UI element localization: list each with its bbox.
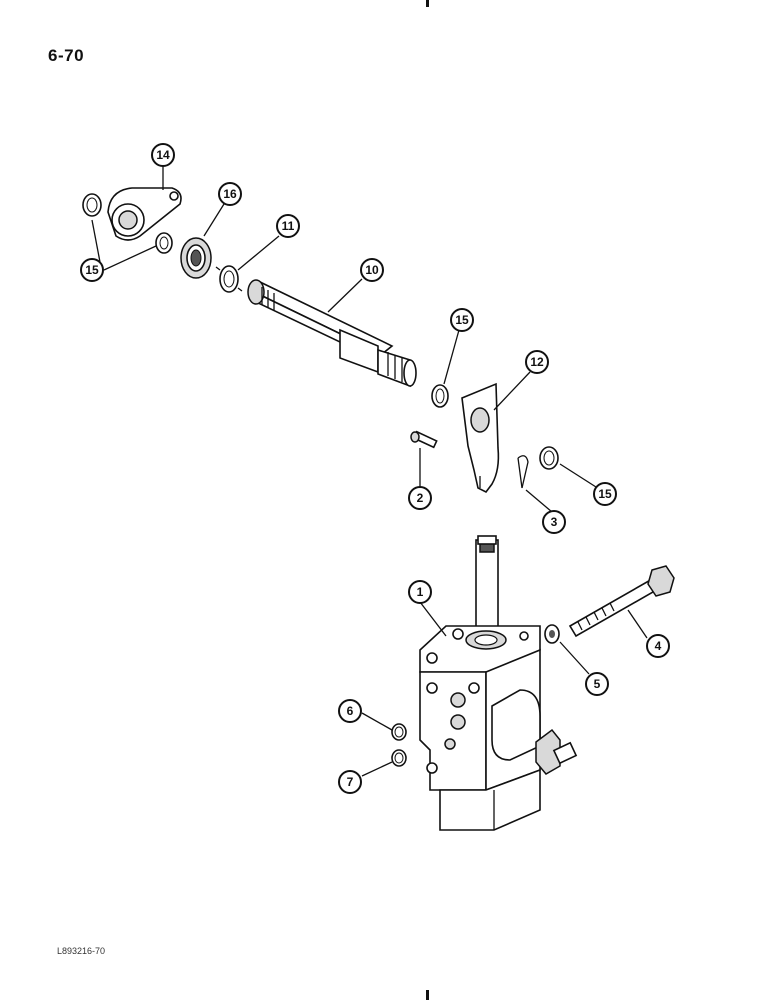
o-ring-part xyxy=(391,749,407,767)
housing-part xyxy=(419,535,578,831)
snap-ring-part xyxy=(82,193,102,217)
pin-part xyxy=(410,430,438,449)
svg-text:11: 11 xyxy=(282,219,295,233)
cotter-pin-part xyxy=(517,455,529,489)
svg-text:14: 14 xyxy=(156,148,170,162)
callout-15: 15 xyxy=(80,258,104,282)
callout-7: 7 xyxy=(338,770,362,794)
svg-text:7: 7 xyxy=(347,775,354,789)
leader-lines xyxy=(91,166,648,777)
svg-text:4: 4 xyxy=(655,639,662,653)
callout-11: 11 xyxy=(276,214,300,238)
bottom-crop-mark xyxy=(426,990,429,1000)
svg-text:15: 15 xyxy=(598,487,612,501)
callout-12: 12 xyxy=(525,350,549,374)
callout-15: 15 xyxy=(593,482,617,506)
callout-3: 3 xyxy=(542,510,566,534)
lever-arm-part xyxy=(107,187,182,241)
plate-part xyxy=(461,382,500,494)
bolt-part xyxy=(568,565,675,638)
svg-text:3: 3 xyxy=(551,515,558,529)
callout-15: 15 xyxy=(450,308,474,332)
callout-10: 10 xyxy=(360,258,384,282)
washer-part xyxy=(544,624,560,644)
callout-1: 1 xyxy=(408,580,432,604)
tab-washer-part xyxy=(215,265,243,293)
shaft-part xyxy=(247,279,417,388)
page-number: 6-70 xyxy=(48,46,85,65)
callout-6: 6 xyxy=(338,699,362,723)
svg-text:5: 5 xyxy=(594,677,601,691)
svg-text:2: 2 xyxy=(417,491,424,505)
callout-2: 2 xyxy=(408,486,432,510)
svg-text:10: 10 xyxy=(365,263,379,277)
svg-text:15: 15 xyxy=(85,263,99,277)
callout-5: 5 xyxy=(585,672,609,696)
bearing-part xyxy=(180,237,212,279)
o-ring-part xyxy=(391,723,407,741)
figure-code: L893216-70 xyxy=(57,946,106,956)
snap-ring-part xyxy=(431,384,449,408)
callout-4: 4 xyxy=(646,634,670,658)
snap-ring-part xyxy=(155,232,173,254)
top-crop-mark xyxy=(426,0,429,7)
svg-text:6: 6 xyxy=(347,704,354,718)
svg-text:12: 12 xyxy=(530,355,544,369)
svg-text:16: 16 xyxy=(223,187,237,201)
svg-text:1: 1 xyxy=(417,585,424,599)
callout-14: 14 xyxy=(151,143,175,167)
svg-text:15: 15 xyxy=(455,313,469,327)
callout-16: 16 xyxy=(218,182,242,206)
snap-ring-part xyxy=(539,446,559,470)
